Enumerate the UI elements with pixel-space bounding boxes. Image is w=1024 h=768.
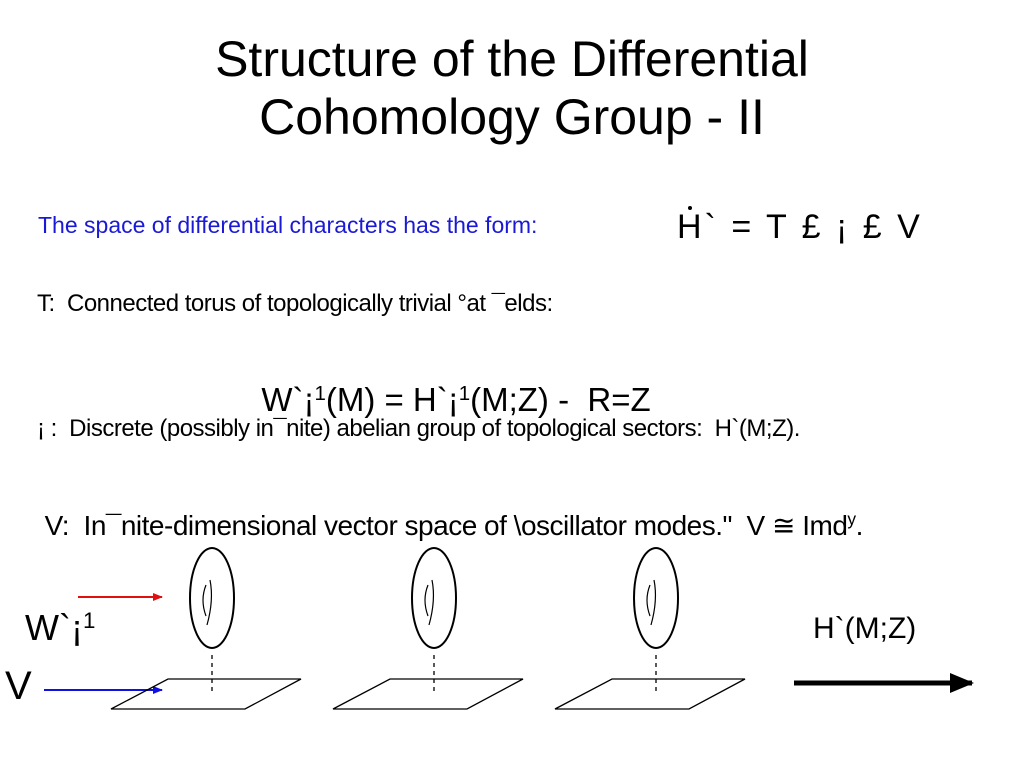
- torus-description: T: Connected torus of topologically triv…: [37, 290, 553, 317]
- oscillator-sup: y: [847, 509, 856, 530]
- sector-diagram: [44, 547, 974, 710]
- h-decomposition-formula: H` = T £ ¡ £ V: [677, 208, 923, 246]
- hat-dot-mark: [688, 206, 692, 210]
- torus-formula-rhs: (M;Z) - R=Z: [470, 381, 651, 418]
- torus-formula-lhs: W`¡: [261, 381, 315, 418]
- torus-formula-lhs-sup: 1: [314, 381, 326, 405]
- diagram-label-torus-text: W`¡: [25, 607, 83, 648]
- oscillator-description: V: In¯nite-dimensional vector space of \…: [30, 477, 864, 542]
- sector-3: [554, 547, 746, 710]
- diagram-label-torus-sup: 1: [82, 607, 96, 633]
- gamma-description: ¡ : Discrete (possibly in¯nite) abelian …: [37, 415, 800, 442]
- slide-title: Structure of the Differential Cohomology…: [0, 30, 1024, 146]
- torus-formula-mid-sup: 1: [458, 381, 471, 405]
- slide-title-line-1: Structure of the Differential: [215, 31, 809, 87]
- diagram-label-torus: W`¡1: [5, 565, 95, 649]
- diagram-label-oscillator: V: [5, 664, 32, 708]
- slide-title-line-2: Cohomology Group - II: [259, 89, 765, 145]
- diagram-label-sectors: H`(M;Z): [813, 612, 917, 645]
- torus-formula: W`¡1(M) = H`¡1(M;Z) - R=Z: [243, 343, 651, 419]
- sector-1: [110, 547, 302, 710]
- intro-text: The space of differential characters has…: [38, 212, 538, 238]
- oscillator-text: V: In¯nite-dimensional vector space of \…: [44, 510, 848, 541]
- sector-2: [332, 547, 524, 710]
- oscillator-end: .: [855, 510, 864, 541]
- torus-formula-mid: (M) = H`¡: [325, 381, 459, 418]
